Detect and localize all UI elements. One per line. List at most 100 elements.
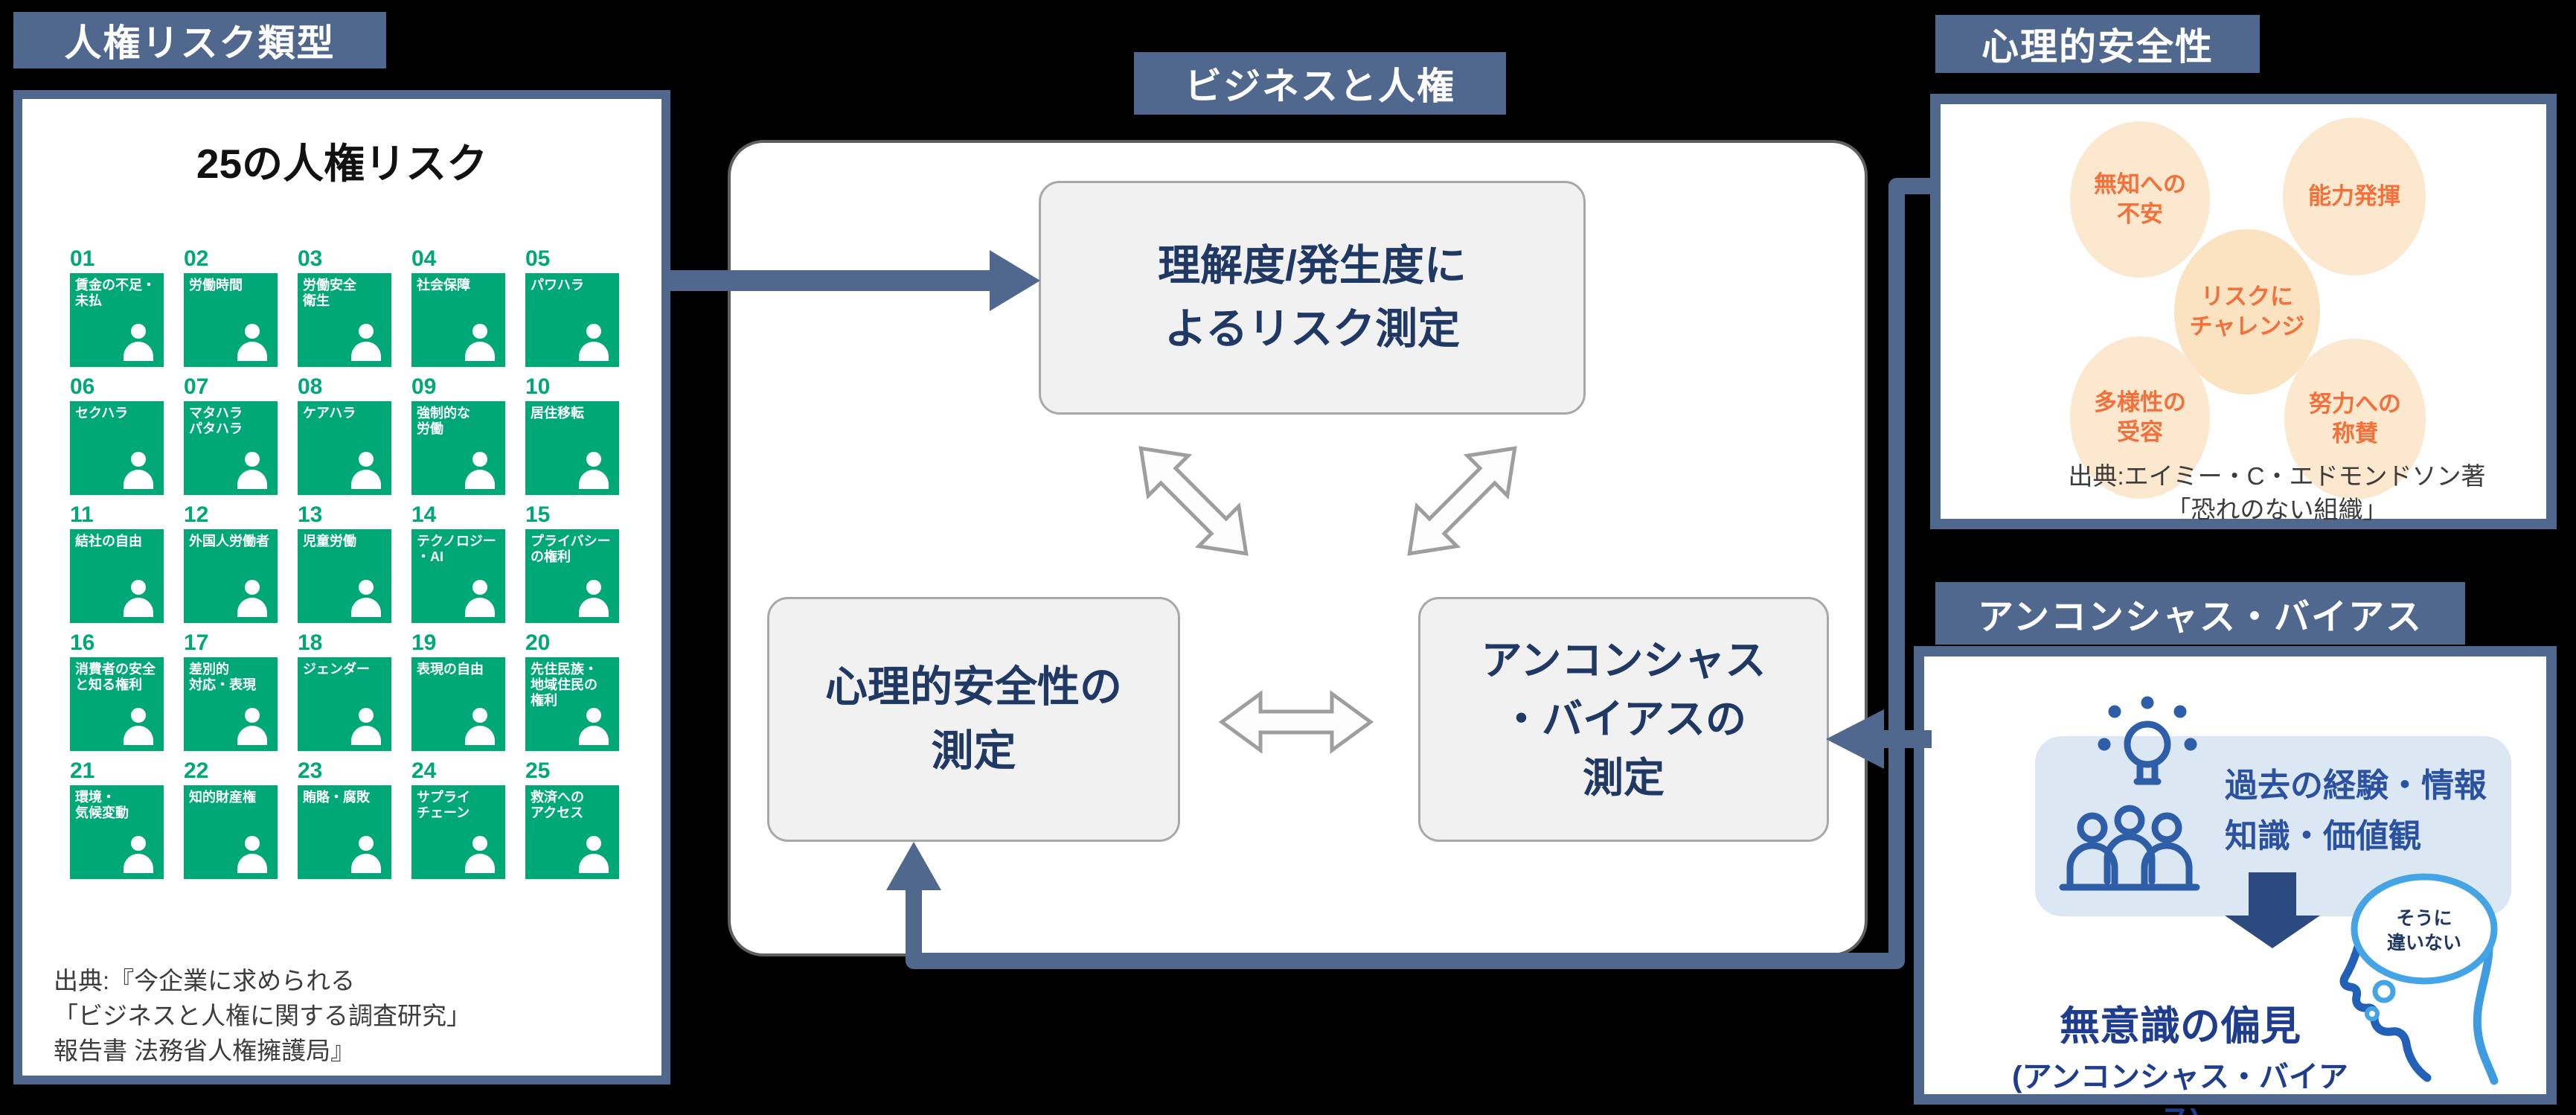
risk-tile-label: 居住移転: [531, 406, 584, 421]
risk-tile-body: 児童労働: [298, 529, 391, 623]
risk-tile-label: 消費者の安全 と知る権利: [75, 662, 156, 692]
business-and-human-rights-tab: ビジネスと人権: [1134, 52, 1506, 115]
risk-tile-number: 16: [70, 630, 95, 655]
risk-tile-number: 08: [298, 374, 323, 399]
risk-tile-number: 01: [70, 246, 95, 271]
risk-tile-number: 11: [70, 502, 94, 527]
gender-icon: [350, 708, 382, 745]
wage-icon: [122, 324, 155, 361]
risk-tile-body: ケアハラ: [298, 401, 391, 495]
risk-tile-body: 環境・ 気候変動: [70, 785, 164, 879]
unconscious-prejudice-title: 無意識の偏見: [2060, 1004, 2301, 1049]
risk-tile-number: 22: [184, 758, 209, 783]
risk-tile-number: 09: [411, 374, 437, 399]
risk-tile-body: 知的財産権: [184, 785, 278, 879]
risk-tile-number: 15: [525, 502, 551, 527]
risk-tile-body: 社会保障: [411, 273, 505, 367]
psychological-safety-tab: 心理的安全性: [1935, 15, 2260, 73]
bribery-corruption-icon: [350, 836, 382, 873]
risk-tile-body: サプライ チェーン: [411, 785, 505, 879]
risk-tile-03: 03 労働安全 衛生: [298, 246, 391, 368]
risk-tile-12: 12 外国人労働者: [184, 502, 278, 624]
sexual-harassment-icon: [122, 452, 155, 489]
risk-tile-body: セクハラ: [70, 401, 164, 495]
risk-tile-label: 知的財産権: [189, 790, 256, 805]
risk-tile-body: 労働安全 衛生: [298, 273, 391, 367]
risk-tile-body: 救済への アクセス: [525, 785, 619, 879]
risk-tile-body: パワハラ: [525, 273, 619, 367]
risk-tile-label: 賃金の不足・ 未払: [75, 278, 156, 308]
risk-tile-number: 23: [298, 758, 323, 783]
social-security-icon: [464, 324, 496, 361]
risk-panel-title: 25の人権リスク: [196, 141, 488, 187]
risk-tile-number: 02: [184, 246, 209, 271]
forced-labor-icon: [464, 452, 496, 489]
risk-tile-body: 労働時間: [184, 273, 278, 367]
risk-tile-10: 10 居住移転: [525, 374, 619, 496]
risk-tile-number: 25: [525, 758, 551, 783]
relocation-icon: [577, 452, 610, 489]
risk-tile-label: 差別的 対応・表現: [189, 662, 256, 692]
working-hours-icon: [236, 324, 269, 361]
risk-tile-number: 03: [298, 246, 323, 271]
risk-tile-label: 社会保障: [417, 278, 470, 293]
risk-tile-number: 14: [411, 502, 437, 527]
risk-tile-09: 09 強制的な 労働: [411, 374, 505, 496]
risk-tile-label: 外国人労働者: [189, 534, 269, 549]
experience-knowledge-label: 過去の経験・情報 知識・価値観: [2225, 767, 2487, 855]
psy-circle-0: 無知への 不安: [2070, 121, 2210, 278]
risk-tile-body: ジェンダー: [298, 657, 391, 751]
discrimination-icon: [236, 708, 269, 745]
risk-tile-body: 強制的な 労働: [411, 401, 505, 495]
risk-tile-number: 05: [525, 246, 551, 271]
risk-tile-label: 強制的な 労働: [417, 406, 470, 436]
human-rights-risk-types-tab: 人権リスク類型: [13, 12, 386, 68]
risk-tile-body: 先住民族・ 地域住民の 権利: [525, 657, 619, 751]
risk-tile-body: 差別的 対応・表現: [184, 657, 278, 751]
risk-tile-body: 賄賂・腐敗: [298, 785, 391, 879]
risk-tile-body: テクノロジー ・AI: [411, 529, 505, 623]
unconscious-bias-tab: アンコンシャス・バイアス: [1935, 582, 2465, 645]
risk-tile-label: マタハラ パタハラ: [189, 406, 243, 436]
risk-tile-01: 01 賃金の不足・ 未払: [70, 246, 164, 368]
risk-tile-label: サプライ チェーン: [417, 790, 470, 820]
consumer-safety-icon: [122, 708, 155, 745]
freedom-of-association-icon: [122, 580, 155, 617]
risk-tile-body: 居住移転: [525, 401, 619, 495]
risk-tile-16: 16 消費者の安全 と知る権利: [70, 630, 164, 753]
risk-tile-number: 17: [184, 630, 209, 655]
risk-tile-label: 賄賂・腐敗: [303, 790, 370, 805]
psy-circle-4: 努力への 称賛: [2284, 339, 2426, 499]
psychological-safety-measurement-box: 心理的安全性の 測定: [767, 597, 1180, 842]
risk-tile-number: 21: [70, 758, 95, 783]
risk-measurement-box: 理解度/発生度に よるリスク測定: [1039, 181, 1586, 415]
psychological-safety-citation: 出典:エイミー・C・エドモンドソン著 「恐れのない組織」: [2068, 462, 2486, 523]
intellectual-property-icon: [236, 836, 269, 873]
risk-tile-number: 13: [298, 502, 323, 527]
risk-tile-number: 10: [525, 374, 551, 399]
environment-climate-icon: [122, 836, 155, 873]
risk-tile-label: 表現の自由: [417, 662, 484, 677]
risk-tile-label: ジェンダー: [303, 662, 370, 677]
psy-circle-1: 能力発揮: [2283, 118, 2426, 275]
risk-tile-23: 23 賄賂・腐敗: [298, 758, 391, 881]
risk-tile-label: セクハラ: [75, 406, 129, 421]
unconscious-bias-measurement-box: アンコンシャス ・バイアスの 測定: [1418, 597, 1829, 842]
risk-tile-label: 労働安全 衛生: [303, 278, 356, 308]
risk-tile-label: 結社の自由: [75, 534, 142, 549]
risk-tile-number: 12: [184, 502, 209, 527]
